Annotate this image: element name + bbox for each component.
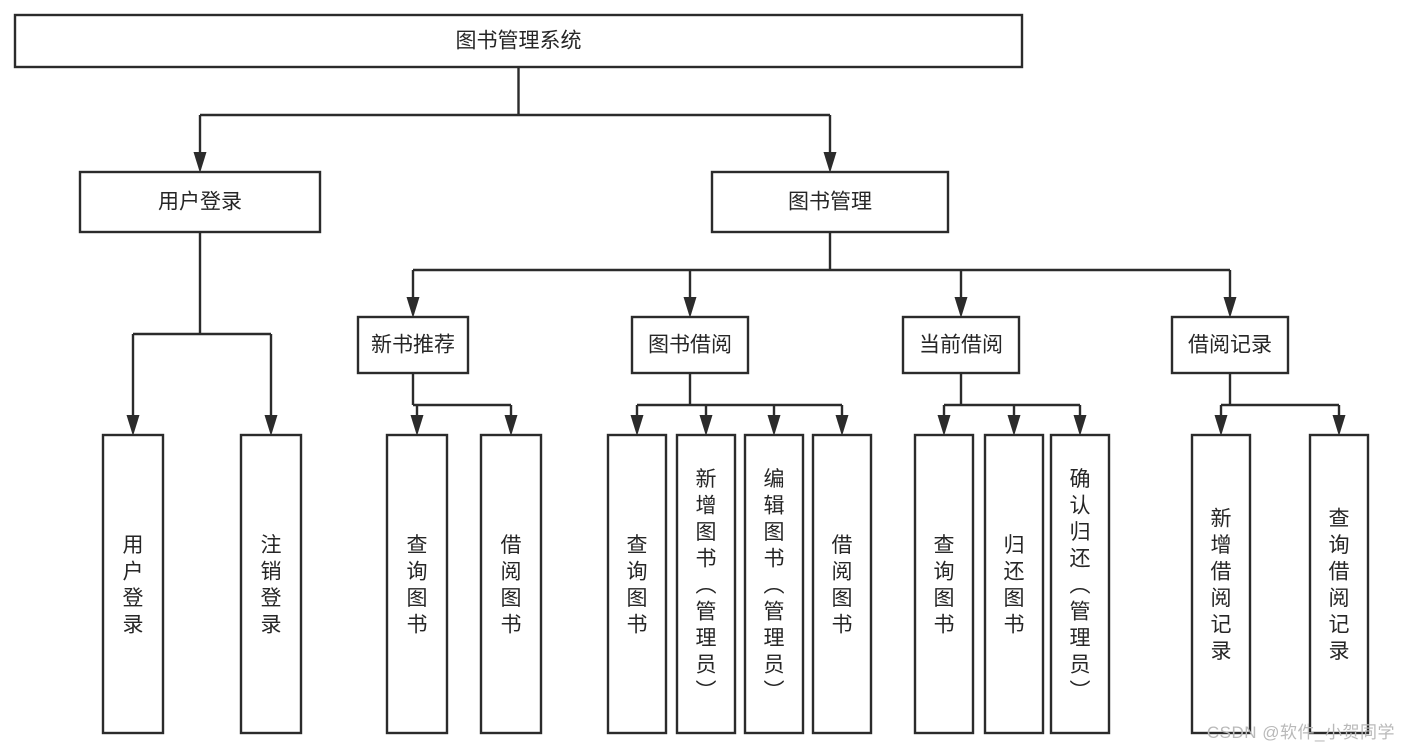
edge-group-userlogin-to-leaves	[126, 232, 278, 436]
node-leaf_12[interactable]: 查询借阅记录	[1308, 433, 1370, 735]
node-box-leaf_2[interactable]	[385, 433, 449, 735]
node-box-leaf_3[interactable]	[479, 433, 543, 735]
node-box-leaf_9[interactable]	[983, 433, 1045, 735]
node-box-root[interactable]	[13, 13, 1024, 69]
node-label-l2_2: 当前借阅	[919, 334, 1003, 357]
node-leaf_4[interactable]: 查询图书	[606, 433, 668, 735]
node-box-leaf_0[interactable]	[101, 433, 165, 735]
node-l2_1[interactable]: 图书借阅	[630, 315, 750, 375]
node-leaf_1[interactable]: 注销登录	[239, 433, 303, 735]
node-l2_0[interactable]: 新书推荐	[356, 315, 470, 375]
node-label-leaf_0: 用户登录	[123, 534, 144, 637]
node-label-l2_0: 新书推荐	[371, 334, 455, 357]
node-label-leaf_7: 借阅图书	[832, 534, 853, 637]
node-box-leaf_6[interactable]	[743, 433, 805, 735]
node-box-l1_1[interactable]	[710, 170, 950, 234]
node-label-leaf_10: 确认归还︵管理员︶	[1070, 468, 1091, 703]
edge-group-root-to-l1	[193, 67, 837, 173]
node-leaf_5[interactable]: 新增图书︵管理员︶	[675, 433, 737, 735]
node-leaf_8[interactable]: 查询图书	[913, 433, 975, 735]
node-label-leaf_1: 注销登录	[261, 534, 282, 637]
node-label-l1_0: 用户登录	[158, 191, 242, 214]
node-leaf_6[interactable]: 编辑图书︵管理员︶	[743, 433, 805, 735]
node-l2_3[interactable]: 借阅记录	[1170, 315, 1290, 375]
node-leaf_11[interactable]: 新增借阅记录	[1190, 433, 1252, 735]
node-label-leaf_6: 编辑图书︵管理员︶	[764, 468, 785, 703]
node-label-l2_1: 图书借阅	[648, 334, 732, 357]
connector-layer	[126, 67, 1346, 436]
node-box-leaf_1[interactable]	[239, 433, 303, 735]
node-label-leaf_12: 查询借阅记录	[1329, 508, 1350, 664]
node-l2_2[interactable]: 当前借阅	[901, 315, 1021, 375]
edge-group-bookmgmt-to-l2	[406, 232, 1237, 318]
node-root[interactable]: 图书管理系统	[13, 13, 1024, 69]
node-box-leaf_8[interactable]	[913, 433, 975, 735]
node-leaf_7[interactable]: 借阅图书	[811, 433, 873, 735]
node-box-l2_3[interactable]	[1170, 315, 1290, 375]
node-box-l2_1[interactable]	[630, 315, 750, 375]
node-box-l1_0[interactable]	[78, 170, 322, 234]
node-label-root: 图书管理系统	[456, 30, 582, 53]
node-label-leaf_3: 借阅图书	[501, 534, 522, 637]
node-box-l2_2[interactable]	[901, 315, 1021, 375]
node-box-leaf_11[interactable]	[1190, 433, 1252, 735]
node-box-l2_0[interactable]	[356, 315, 470, 375]
node-label-leaf_9: 归还图书	[1004, 534, 1025, 637]
node-l1_0[interactable]: 用户登录	[78, 170, 322, 234]
node-label-l1_1: 图书管理	[788, 191, 872, 214]
node-label-leaf_8: 查询图书	[934, 534, 955, 637]
edge-group-records-to-leaves	[1214, 373, 1346, 436]
node-box-leaf_12[interactable]	[1308, 433, 1370, 735]
edge-group-newbook-to-leaves	[410, 373, 518, 436]
node-label-leaf_4: 查询图书	[627, 534, 648, 637]
node-leaf_0[interactable]: 用户登录	[101, 433, 165, 735]
node-box-leaf_5[interactable]	[675, 433, 737, 735]
node-leaf_9[interactable]: 归还图书	[983, 433, 1045, 735]
node-l1_1[interactable]: 图书管理	[710, 170, 950, 234]
node-box-leaf_4[interactable]	[606, 433, 668, 735]
csdn-watermark: CSDN @软件_小贺同学	[1206, 723, 1395, 742]
node-label-leaf_5: 新增图书︵管理员︶	[696, 468, 717, 703]
node-label-l2_3: 借阅记录	[1188, 334, 1272, 357]
node-leaf_3[interactable]: 借阅图书	[479, 433, 543, 735]
node-label-leaf_11: 新增借阅记录	[1211, 508, 1232, 664]
node-box-leaf_7[interactable]	[811, 433, 873, 735]
edge-group-borrow-to-leaves	[630, 373, 849, 436]
node-box-leaf_10[interactable]	[1049, 433, 1111, 735]
node-leaf_2[interactable]: 查询图书	[385, 433, 449, 735]
node-leaf_10[interactable]: 确认归还︵管理员︶	[1049, 433, 1111, 735]
node-label-leaf_2: 查询图书	[407, 534, 428, 637]
edge-group-current-to-leaves	[937, 373, 1087, 436]
node-layer: 图书管理系统用户登录图书管理新书推荐图书借阅当前借阅借阅记录用户登录注销登录查询…	[13, 13, 1370, 735]
